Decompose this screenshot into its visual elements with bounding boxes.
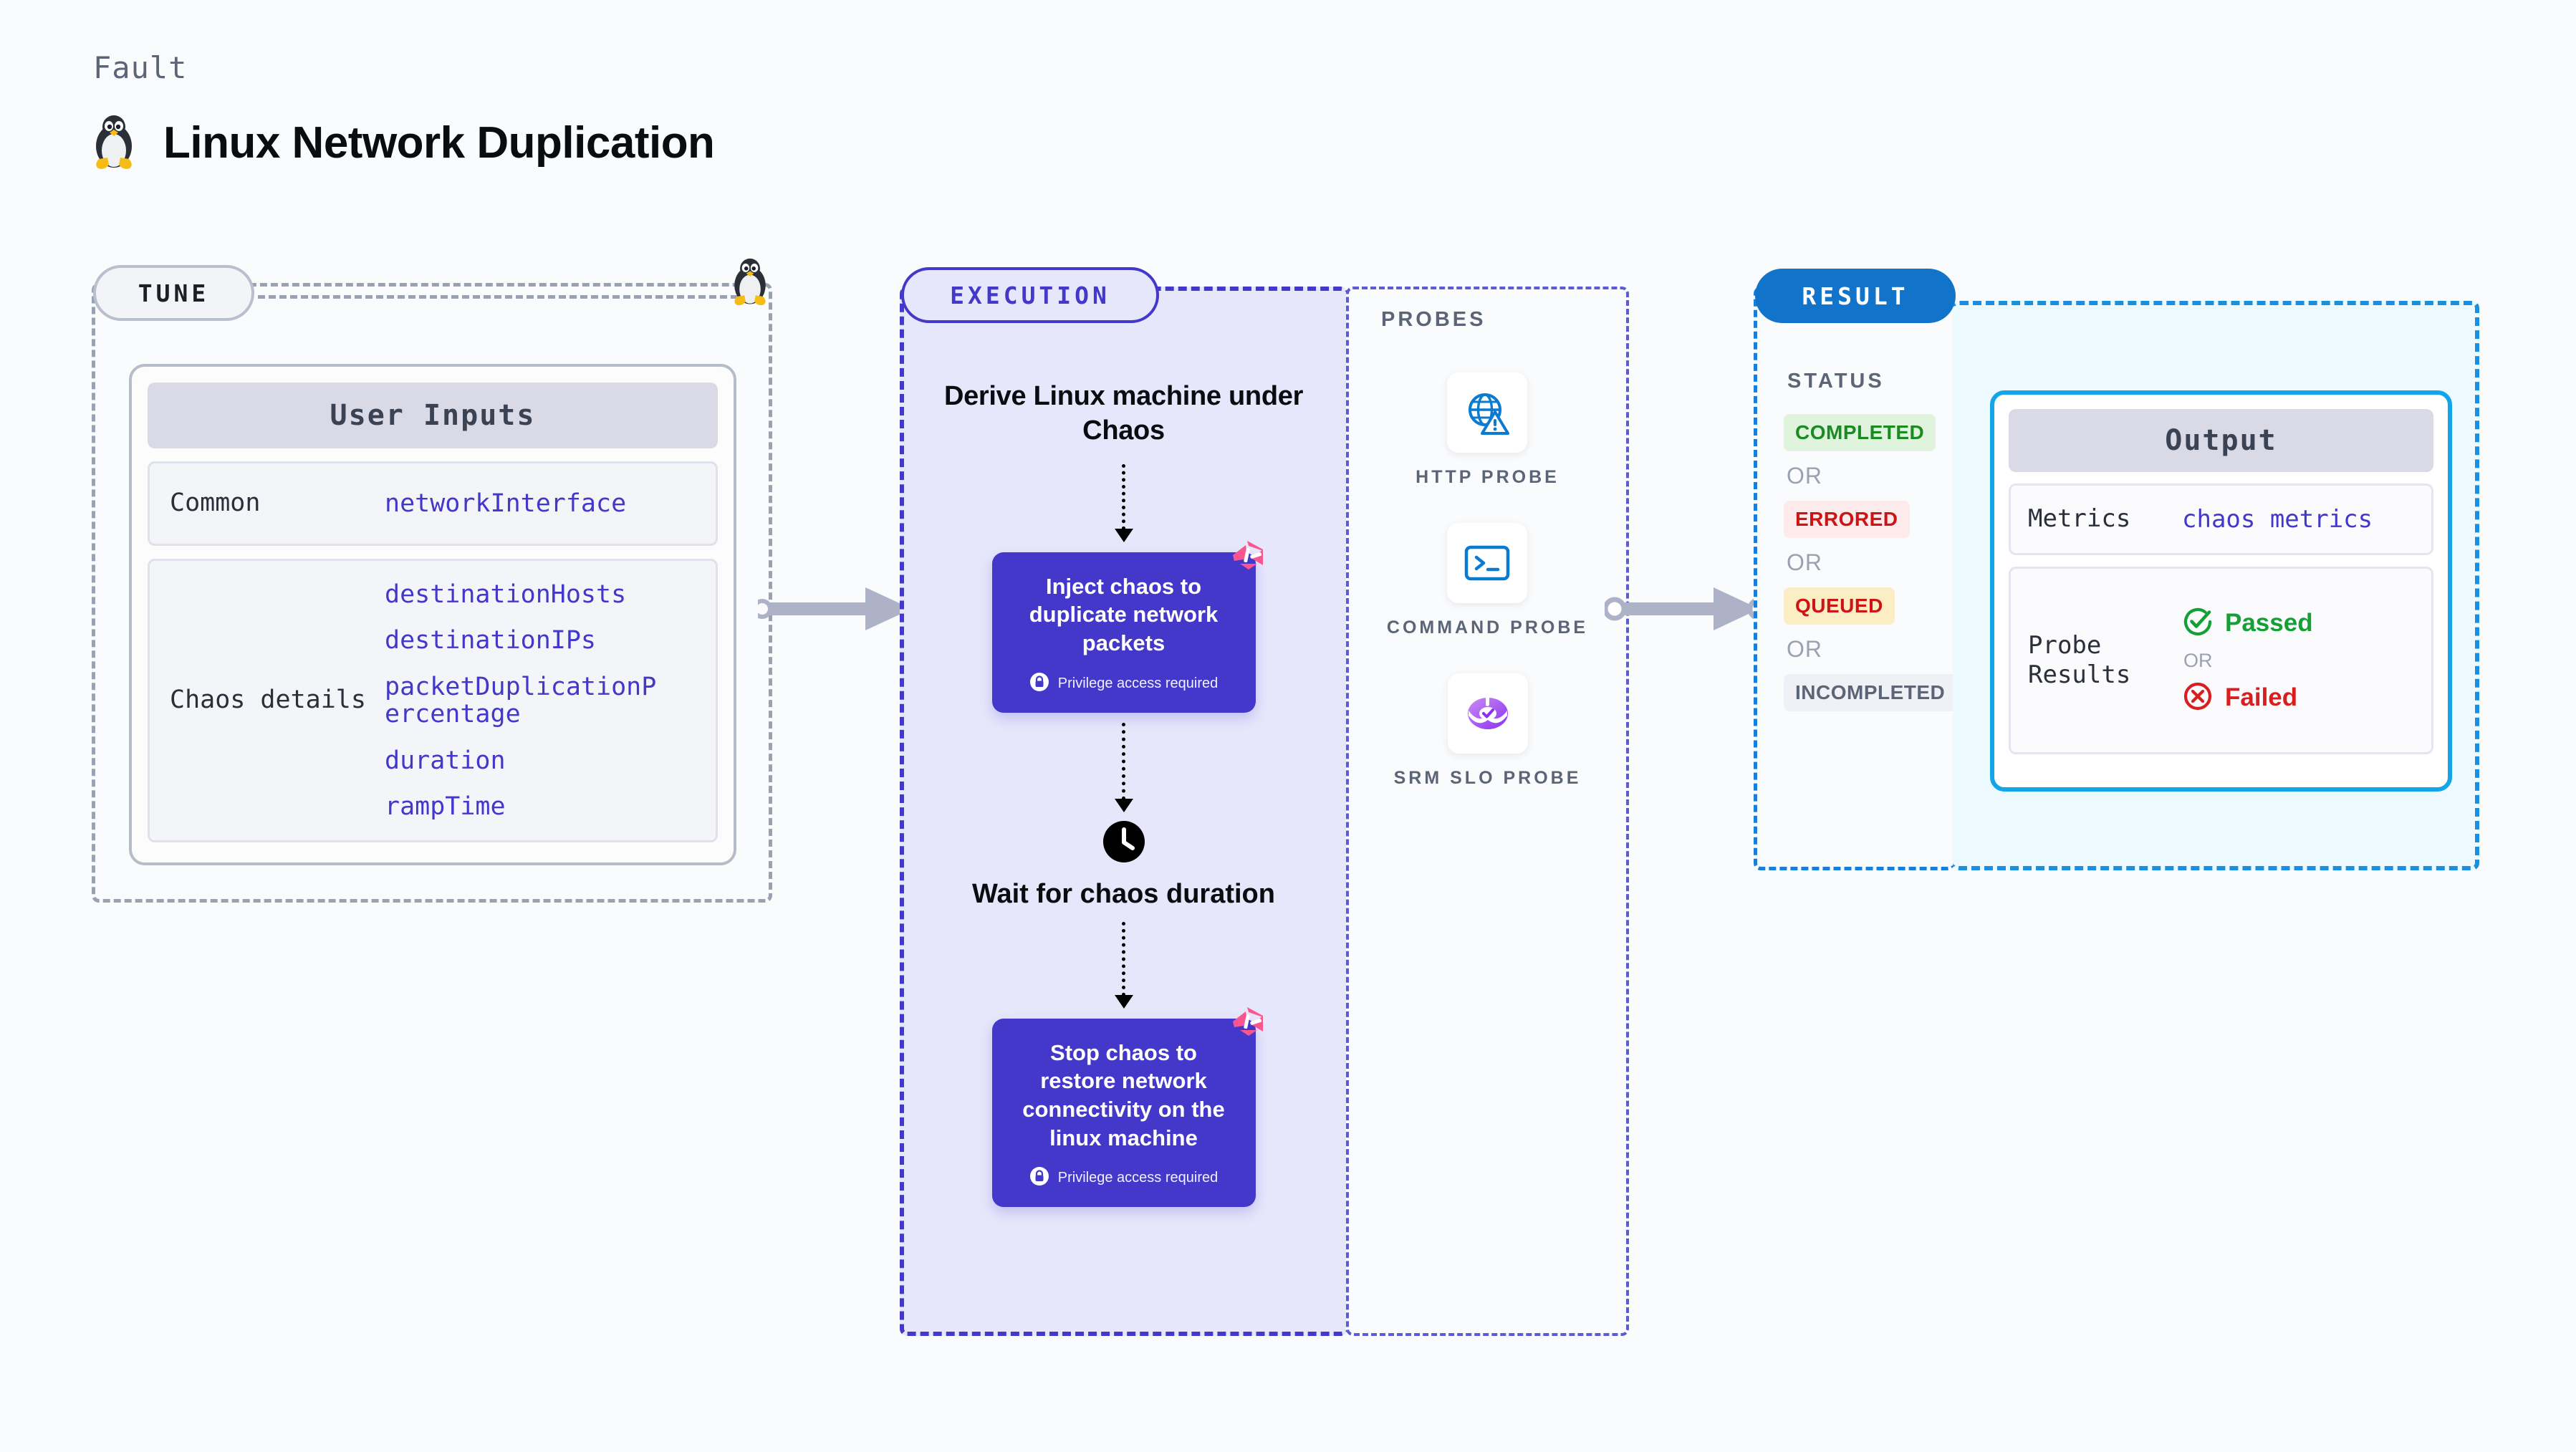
- output-section-probe-results: Probe Results Passed OR: [2009, 567, 2433, 754]
- status-title: STATUS: [1787, 370, 1885, 393]
- probe-item-http[interactable]: HTTP PROBE: [1416, 372, 1559, 490]
- tune-linux-penguin-icon: [731, 258, 769, 310]
- tune-panel: [92, 283, 772, 903]
- execution-step-derive: Derive Linux machine under Chaos: [943, 381, 1304, 446]
- fault-eyebrow: Fault: [93, 50, 188, 85]
- probe-item-srm-slo[interactable]: SRM SLO PROBE: [1394, 673, 1582, 791]
- failed-label: Failed: [2225, 683, 2298, 711]
- tune-section-label: Common: [170, 489, 261, 518]
- probe-label: SRM SLO PROBE: [1393, 767, 1582, 788]
- probes-panel: [1346, 287, 1629, 1336]
- privilege-note: Privilege access required: [1011, 672, 1237, 696]
- output-section-metrics: Metrics chaos metrics: [2009, 484, 2433, 555]
- flow-connector-2: [1114, 722, 1133, 812]
- tune-section-common: Common networkInterface: [148, 461, 718, 546]
- tune-input-destinationips[interactable]: destinationIPs: [385, 626, 597, 655]
- execution-flow: Derive Linux machine under Chaos Inject …: [900, 287, 1347, 1336]
- flow-connector-1: [1114, 463, 1133, 542]
- execution-pill[interactable]: EXECUTION: [901, 267, 1159, 323]
- status-or-label: OR: [1787, 549, 1822, 575]
- privilege-note-text: Privilege access required: [1057, 1170, 1219, 1186]
- status-badge-incompleted: INCOMPLETED: [1784, 674, 1957, 711]
- tune-input-networkinterface[interactable]: networkInterface: [385, 489, 627, 518]
- status-or-label: OR: [1787, 463, 1822, 489]
- output-card: Output Metrics chaos metrics Probe Resul…: [1990, 390, 2452, 792]
- tune-section-chaos-details: Chaos details destinationHosts destinati…: [148, 559, 718, 842]
- tune-section-label: Chaos details: [170, 686, 366, 715]
- status-or-label: OR: [1787, 636, 1822, 662]
- execution-step-stop-chaos[interactable]: Stop chaos to restore network connectivi…: [991, 1006, 1263, 1208]
- metrics-value[interactable]: chaos metrics: [2182, 505, 2373, 534]
- flow-connector-3: [1114, 921, 1133, 1009]
- status-list: COMPLETED OR ERRORED OR QUEUED OR INCOMP…: [1784, 414, 1957, 711]
- privilege-note-text: Privilege access required: [1057, 675, 1219, 691]
- passed-label: Passed: [2225, 609, 2313, 637]
- tune-input-ramptime[interactable]: rampTime: [385, 792, 506, 821]
- probe-result-passed: Passed: [2182, 606, 2313, 641]
- probe-results-label: Probe Results: [2028, 630, 2131, 689]
- lock-icon: [1029, 1166, 1049, 1190]
- status-badge-errored: ERRORED: [1784, 501, 1910, 538]
- probe-result-failed: Failed: [2182, 681, 2313, 716]
- probe-label: HTTP PROBE: [1416, 467, 1559, 487]
- execution-box-title: Stop chaos to restore network connectivi…: [1022, 1039, 1225, 1150]
- status-badge-queued: QUEUED: [1784, 587, 1895, 625]
- page-title: Linux Network Duplication: [163, 117, 715, 168]
- result-pill[interactable]: RESULT: [1755, 269, 1956, 323]
- check-circle-icon: [2182, 606, 2214, 641]
- probe-label: COMMAND PROBE: [1386, 617, 1589, 638]
- execution-step-inject-chaos[interactable]: Inject chaos to duplicate network packet…: [991, 540, 1263, 713]
- x-circle-icon: [2182, 681, 2214, 716]
- execution-step-wait: Wait for chaos duration: [972, 819, 1275, 912]
- tune-pill[interactable]: TUNE: [93, 265, 254, 321]
- tune-input-duration[interactable]: duration: [385, 746, 506, 775]
- probe-item-command[interactable]: COMMAND PROBE: [1386, 522, 1589, 640]
- globe-alert-icon: [1447, 372, 1528, 453]
- arrow-execution-to-result: [1602, 573, 1772, 645]
- srm-slo-icon: [1447, 673, 1528, 754]
- probes-title: PROBES: [1381, 308, 1486, 331]
- execution-box-title: Inject chaos to duplicate network packet…: [1029, 573, 1219, 656]
- linux-penguin-icon: [92, 115, 136, 170]
- result-panel: [1754, 287, 1954, 870]
- status-badge-completed: COMPLETED: [1784, 414, 1936, 451]
- terminal-icon: [1447, 522, 1528, 603]
- page-title-row: Linux Network Duplication: [92, 115, 715, 170]
- clock-icon: [1102, 819, 1146, 867]
- privilege-note: Privilege access required: [1011, 1166, 1237, 1190]
- litmus-logo-icon: [1229, 537, 1266, 577]
- arrow-tune-to-execution: [752, 573, 926, 645]
- wait-label: Wait for chaos duration: [972, 878, 1275, 909]
- user-inputs-card: User Inputs Common networkInterface Chao…: [129, 364, 736, 865]
- probe-result-or-label: OR: [2183, 649, 2213, 671]
- metrics-label: Metrics: [2028, 504, 2131, 534]
- user-inputs-heading: User Inputs: [148, 383, 718, 448]
- tune-input-packetduplicationpercentage[interactable]: packetDuplicationPercentage: [385, 672, 657, 729]
- output-heading: Output: [2009, 409, 2433, 472]
- lock-icon: [1029, 672, 1049, 696]
- tune-input-destinationhosts[interactable]: destinationHosts: [385, 580, 627, 609]
- tune-connector-line: [258, 295, 738, 299]
- probes-list: HTTP PROBE COMMAND PROBE: [1346, 372, 1629, 790]
- litmus-logo-icon: [1229, 1003, 1266, 1044]
